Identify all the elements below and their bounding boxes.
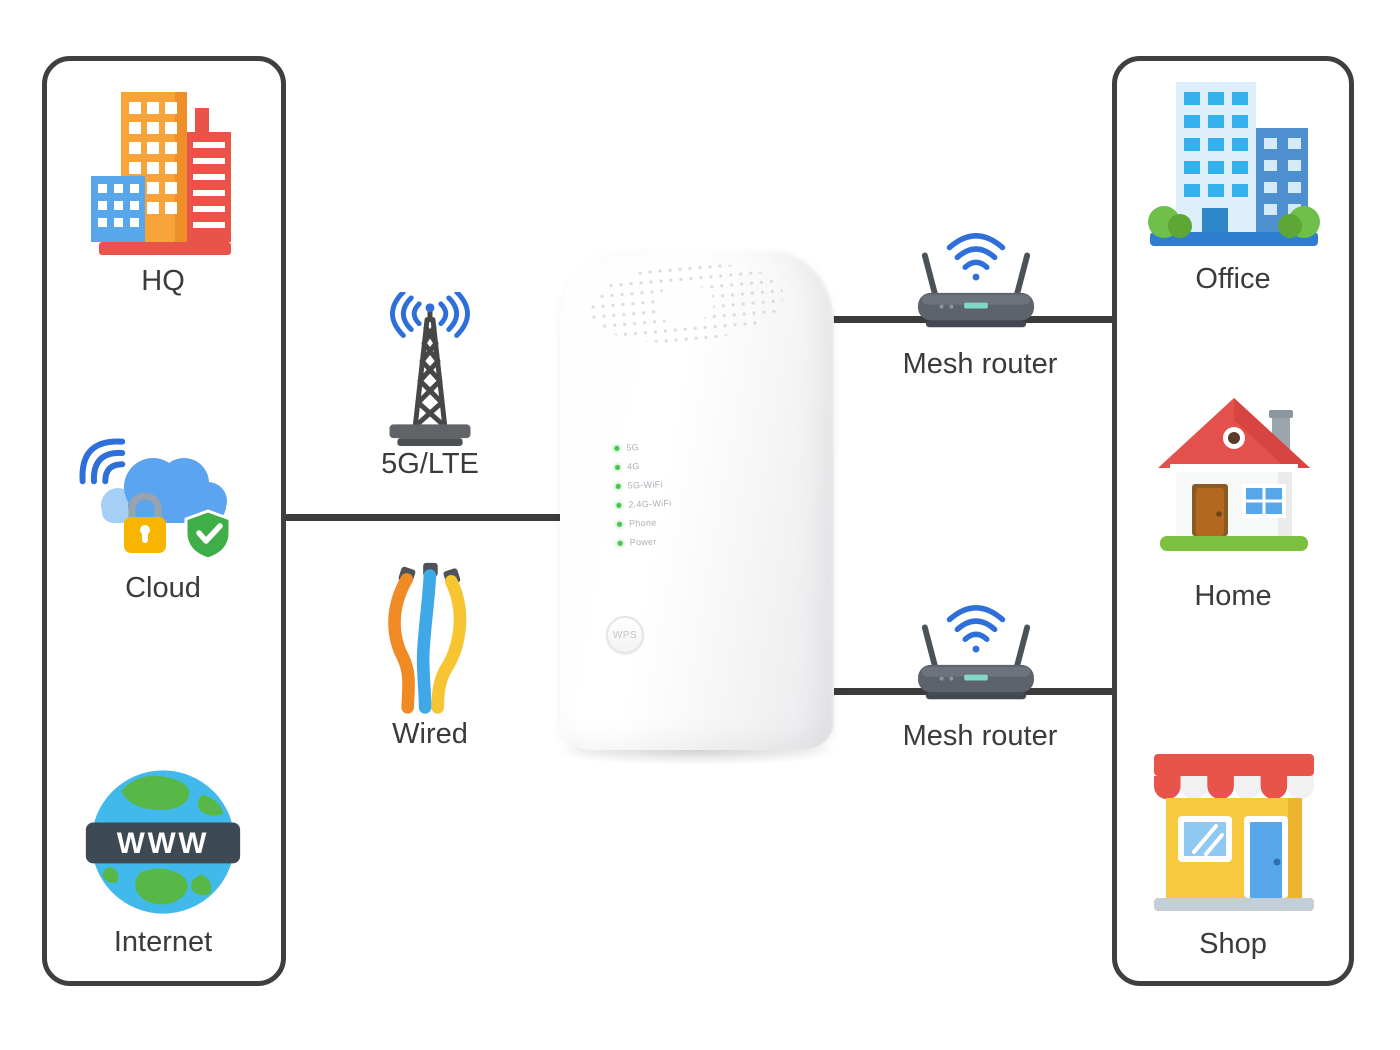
radio-waves-icon (390, 292, 470, 338)
awning-scallops (1154, 776, 1314, 800)
home-label: Home (1194, 580, 1272, 612)
wps-button: WPS (606, 616, 644, 654)
secure-cloud-icon (79, 438, 232, 561)
led-24g-wifi: 2.4G-WiFi (616, 498, 672, 510)
mesh-router-icon-bottom (917, 605, 1035, 700)
led-dot (614, 445, 620, 451)
antennas (921, 252, 1031, 300)
cloud-label: Cloud (125, 572, 201, 604)
led-dot (616, 521, 623, 527)
mesh-router-top-label: Mesh router (902, 348, 1058, 380)
wifi-waves-icon (946, 605, 1006, 642)
shield-check-icon (184, 509, 232, 561)
office-buildings-icon (1148, 82, 1320, 246)
wifi-waves-icon (946, 233, 1006, 270)
led-dot (616, 502, 622, 508)
www-banner-text: WWW (117, 827, 210, 860)
www-banner (85, 822, 241, 864)
router-vent-pattern (584, 255, 788, 351)
mesh-router-icon-top (917, 233, 1035, 328)
hq-label: HQ (141, 265, 185, 297)
led-dot (617, 540, 623, 546)
padlock-icon (124, 492, 166, 553)
mesh-router-bottom-label: Mesh router (902, 720, 1058, 752)
shop-label: Shop (1199, 928, 1267, 960)
cell-tower-icon (389, 292, 471, 447)
cpe-router-device: 5G 4G 5G-WiFi 2.4G-WiFi Phone Power (560, 250, 834, 750)
5g-lte-label: 5G/LTE (381, 448, 479, 480)
wired-label: Wired (392, 718, 468, 750)
led-dot (614, 464, 621, 470)
home-house-icon (1158, 398, 1310, 551)
led-phone: Phone (616, 517, 673, 529)
led-5g: 5G (614, 441, 670, 453)
connector-line-left (284, 514, 572, 521)
antennas (921, 624, 1031, 672)
led-dot (615, 483, 621, 489)
internet-globe-icon: WWW (85, 770, 241, 914)
wired-cables-icon (388, 562, 467, 714)
shop-storefront-icon (1154, 754, 1314, 911)
led-4g: 4G (614, 460, 671, 472)
hq-buildings-icon (91, 92, 231, 255)
led-5g-wifi: 5G-WiFi (615, 479, 672, 491)
router-led-column: 5G 4G 5G-WiFi 2.4G-WiFi Phone Power (614, 441, 673, 548)
office-label: Office (1195, 263, 1271, 295)
led-power: Power (617, 536, 674, 548)
internet-label: Internet (113, 926, 213, 958)
wifi-waves-icon (79, 438, 126, 485)
